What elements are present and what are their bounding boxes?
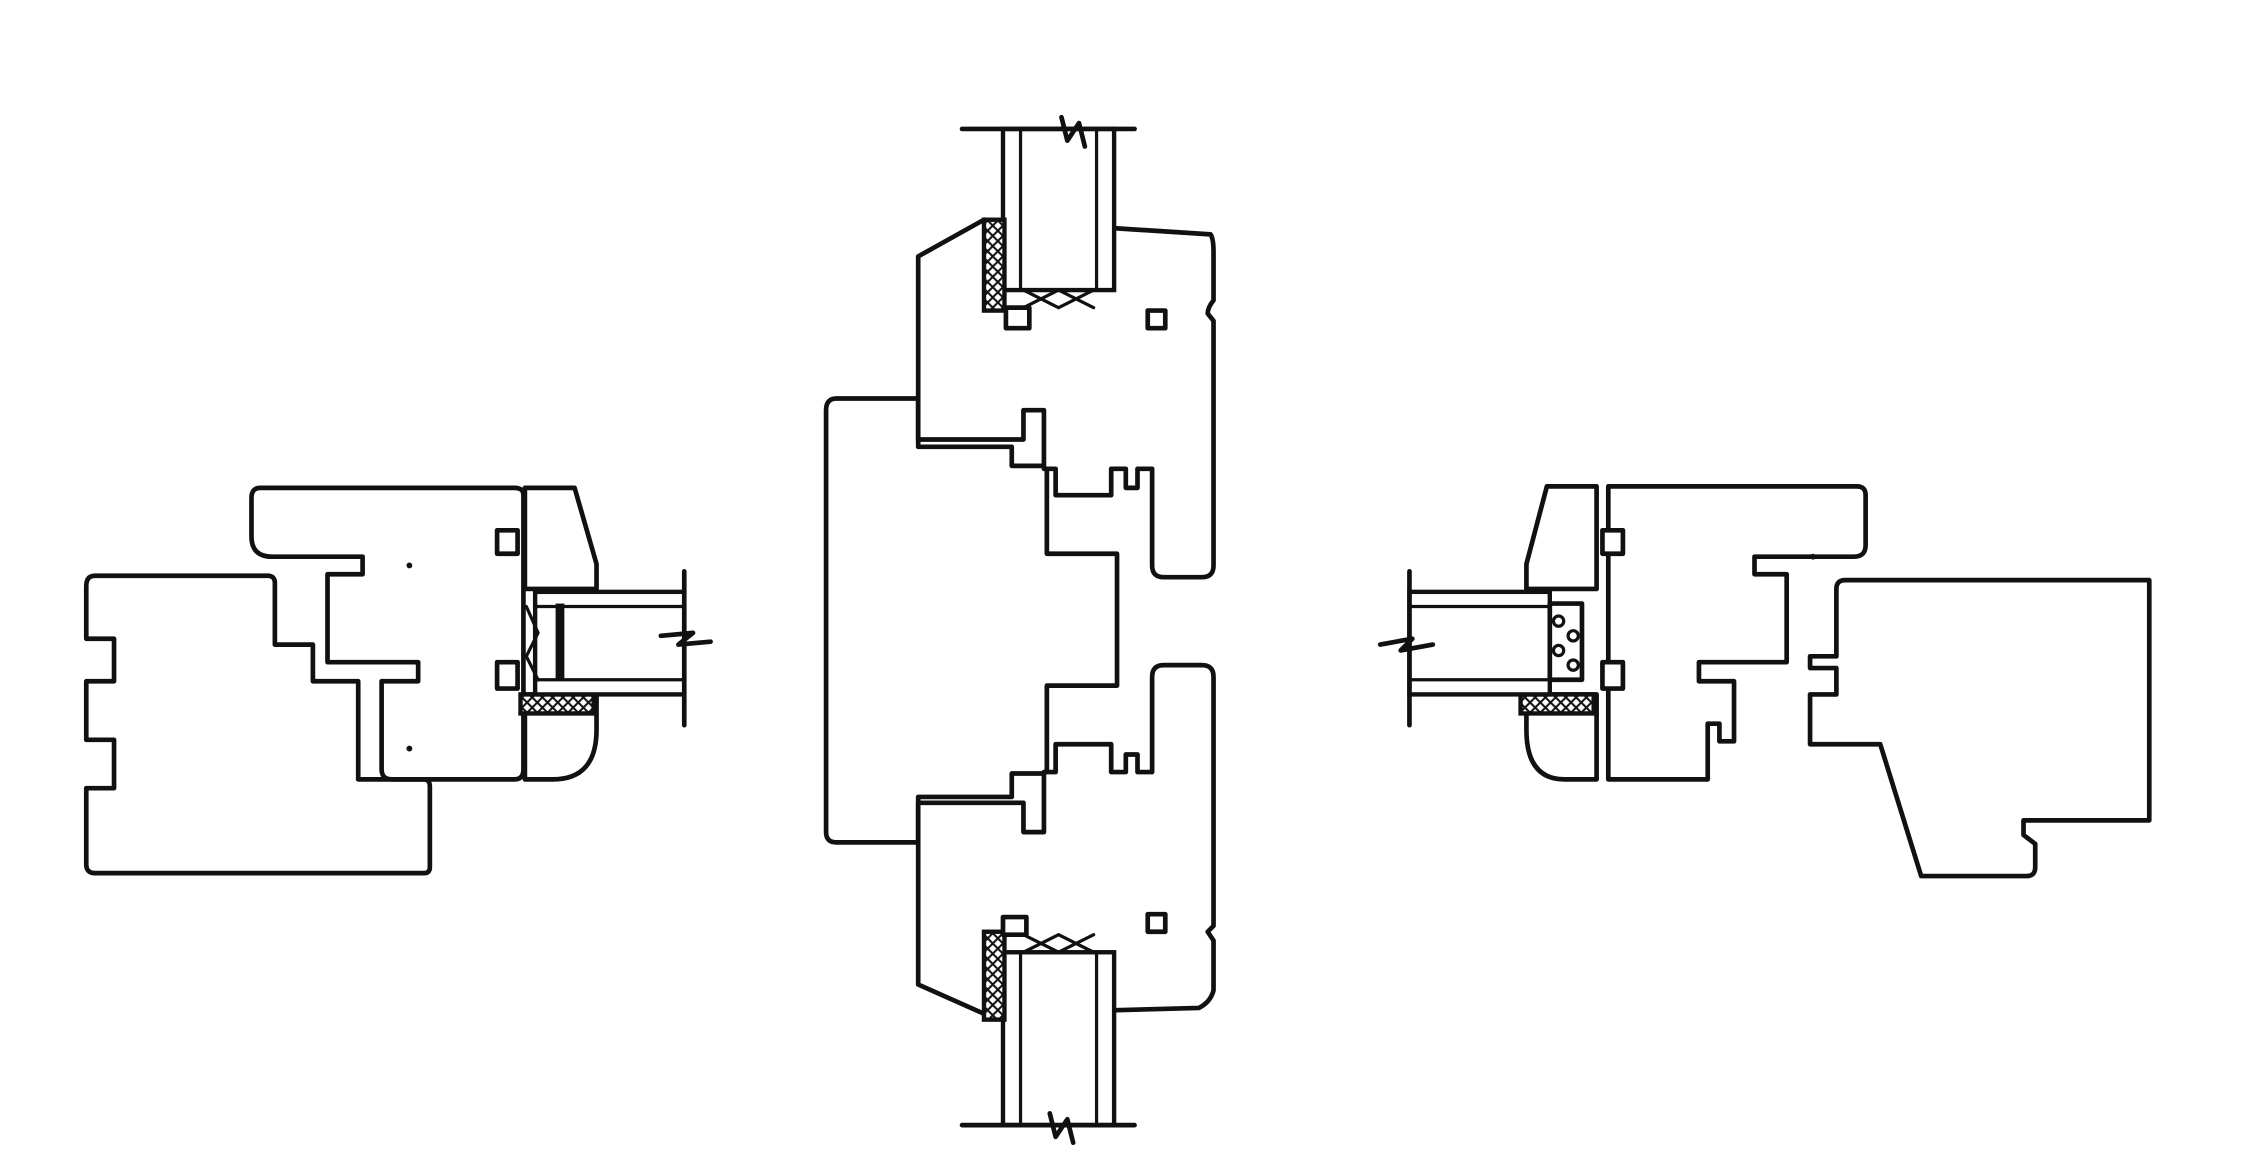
lower-sash-profile [915,662,1216,1017]
lower-sash-notch [1145,911,1168,935]
upper-gasket [981,217,1007,313]
left-notch-upper [494,527,520,557]
center-mullion-section [823,114,1216,1146]
right-glazing-bead-lower [1524,692,1599,782]
right-glazing-bead [1524,484,1599,592]
lower-break-line [1047,1111,1076,1146]
left-notch-lower [494,659,520,691]
left-glazing-bead-lower [522,692,599,782]
mullion-profile [823,396,1120,845]
upper-break-line [1059,114,1088,149]
left-gasket [518,692,596,716]
upper-seal [1021,288,1096,310]
right-outer-frame-profile [1807,577,2152,879]
left-jamb-section [83,485,713,876]
lower-seal [1021,932,1096,955]
right-gasket [1518,692,1596,716]
lower-sash-notch-left [1000,914,1029,938]
left-glazing-bead [522,485,599,592]
lower-gasket [981,929,1007,1022]
right-glass-unit [1407,589,1553,697]
right-notch-lower [1600,659,1626,691]
left-sealant [524,604,540,682]
upper-sash-notch [1145,308,1168,331]
left-spacer-bar [555,603,565,680]
left-break-line [658,630,713,647]
right-sash-profile [1605,484,1868,782]
right-break-line [1377,636,1436,653]
right-notch-upper [1600,527,1626,557]
upper-sash-notch-left [1003,305,1032,331]
left-outer-frame-profile [83,573,433,876]
right-jamb-section [1377,484,2152,879]
